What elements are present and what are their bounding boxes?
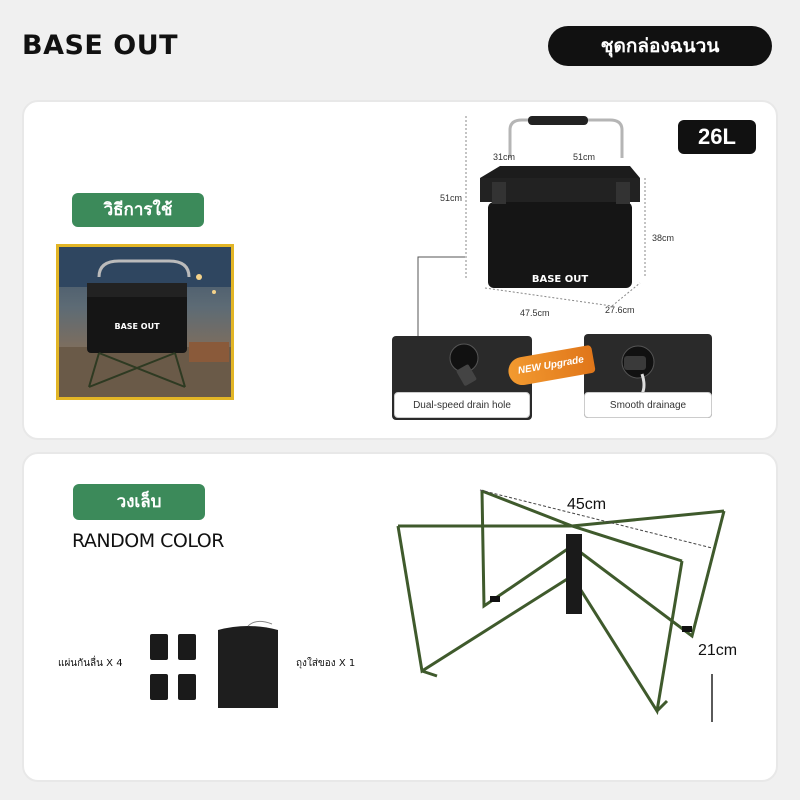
- storage-bag: [218, 620, 278, 708]
- pad-item: [150, 634, 168, 660]
- drain-after-label: Smooth drainage: [584, 392, 712, 418]
- bag-label: ถุงใส่ของ X 1: [296, 658, 356, 669]
- dim-lid-depth: 31cm: [493, 152, 516, 162]
- brand-logo: BASE OUT: [22, 30, 179, 61]
- dim-top-width: 51cm: [573, 152, 596, 162]
- photo-cooler-logo: BASE OUT: [114, 322, 160, 331]
- stand-diagram: [396, 489, 726, 722]
- stand-tag: วงเล็บ: [73, 484, 205, 520]
- dim-length: 47.5cm: [520, 308, 550, 318]
- page-title: ชุดกล่องฉนวน: [548, 26, 772, 66]
- dim-handle-height: 51cm: [440, 193, 463, 203]
- dim-width: 27.6cm: [605, 305, 635, 315]
- pad-item: [150, 674, 168, 700]
- drain-before-label: Dual-speed drain hole: [394, 392, 530, 418]
- dim-stand-height: 21cm: [698, 642, 738, 659]
- pad-item: [178, 634, 196, 660]
- usage-photo: BASE OUT: [56, 244, 234, 400]
- pad-item: [178, 674, 196, 700]
- random-color-label: RANDOM COLOR: [72, 530, 224, 552]
- callout-line: [417, 256, 465, 340]
- cooler-diagram: BASE OUT: [465, 116, 646, 307]
- capacity-badge: 26L: [678, 120, 756, 154]
- pads-label: แผ่นกันลื่น X 4: [58, 658, 123, 669]
- cooler-logo: BASE OUT: [532, 274, 588, 285]
- dim-body-height: 38cm: [652, 233, 675, 243]
- usage-tag: วิธีการใช้: [72, 193, 204, 227]
- dim-stand-width: 45cm: [567, 496, 607, 513]
